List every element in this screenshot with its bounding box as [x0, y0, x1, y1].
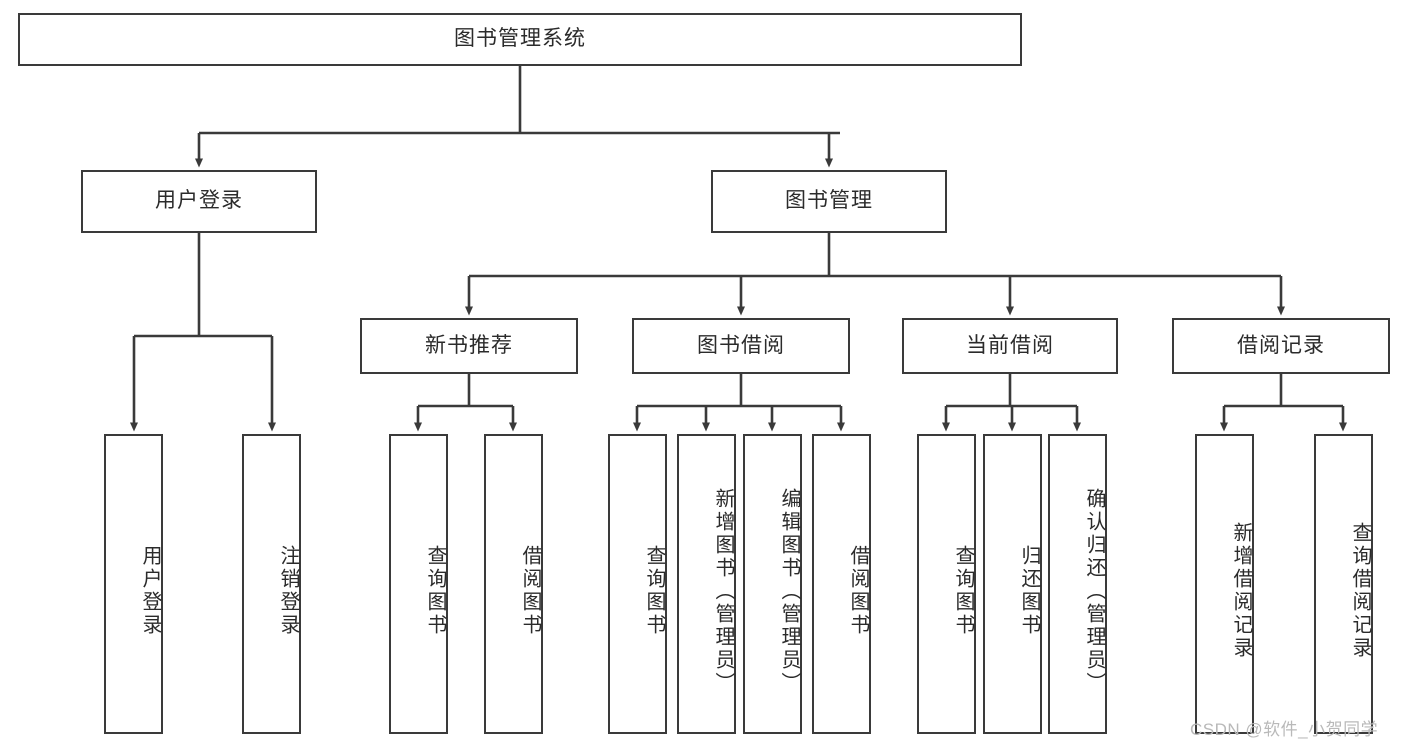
node-label: 借阅记录: [1237, 333, 1325, 357]
csdn-watermark: CSDN @软件_小贺同学: [1190, 720, 1379, 739]
node-borrow-record[interactable]: 借阅记录: [1172, 318, 1390, 374]
leaf-user-login-logout[interactable]: 注销登录: [242, 434, 301, 734]
leaf-book-borrow-edit[interactable]: 编辑图书（管理员）: [743, 434, 802, 734]
node-label: 借阅图书: [519, 545, 541, 637]
node-current-borrow[interactable]: 当前借阅: [902, 318, 1118, 374]
node-label: 图书借阅: [697, 333, 785, 357]
leaf-new-book-query[interactable]: 查询图书: [389, 434, 448, 734]
leaf-current-borrow-query[interactable]: 查询图书: [917, 434, 976, 734]
leaf-book-borrow-add[interactable]: 新增图书（管理员）: [677, 434, 736, 734]
node-label: 借阅图书: [847, 545, 869, 637]
node-label: 查询图书: [424, 545, 446, 637]
leaf-borrow-record-query[interactable]: 查询借阅记录: [1314, 434, 1373, 734]
node-label: 用户登录: [155, 189, 243, 213]
node-label: 用户登录: [139, 545, 161, 637]
leaf-book-borrow-query[interactable]: 查询图书: [608, 434, 667, 734]
node-book-management[interactable]: 图书管理: [711, 170, 947, 233]
node-label: 新增图书（管理员）: [712, 487, 734, 695]
node-label: 新书推荐: [425, 333, 513, 357]
node-label: 当前借阅: [966, 333, 1054, 357]
node-book-borrow[interactable]: 图书借阅: [632, 318, 850, 374]
node-user-login[interactable]: 用户登录: [81, 170, 317, 233]
node-label: 查询图书: [952, 545, 974, 637]
node-label: 注销登录: [277, 545, 299, 637]
node-label: 查询图书: [643, 545, 665, 637]
node-label: 新增借阅记录: [1230, 522, 1252, 660]
leaf-current-borrow-confirm-return[interactable]: 确认归还（管理员）: [1048, 434, 1107, 734]
leaf-user-login-login[interactable]: 用户登录: [104, 434, 163, 734]
node-label: 编辑图书（管理员）: [778, 487, 800, 695]
node-label: 确认归还（管理员）: [1083, 487, 1105, 695]
node-label: 查询借阅记录: [1349, 522, 1371, 660]
leaf-borrow-record-add[interactable]: 新增借阅记录: [1195, 434, 1254, 734]
leaf-new-book-borrow[interactable]: 借阅图书: [484, 434, 543, 734]
node-new-book-recommend[interactable]: 新书推荐: [360, 318, 578, 374]
node-label: 归还图书: [1018, 545, 1040, 637]
node-label: 图书管理系统: [454, 27, 586, 51]
leaf-current-borrow-return[interactable]: 归还图书: [983, 434, 1042, 734]
leaf-book-borrow-borrow[interactable]: 借阅图书: [812, 434, 871, 734]
node-label: 图书管理: [785, 189, 873, 213]
node-root-book-management-system[interactable]: 图书管理系统: [18, 13, 1022, 66]
